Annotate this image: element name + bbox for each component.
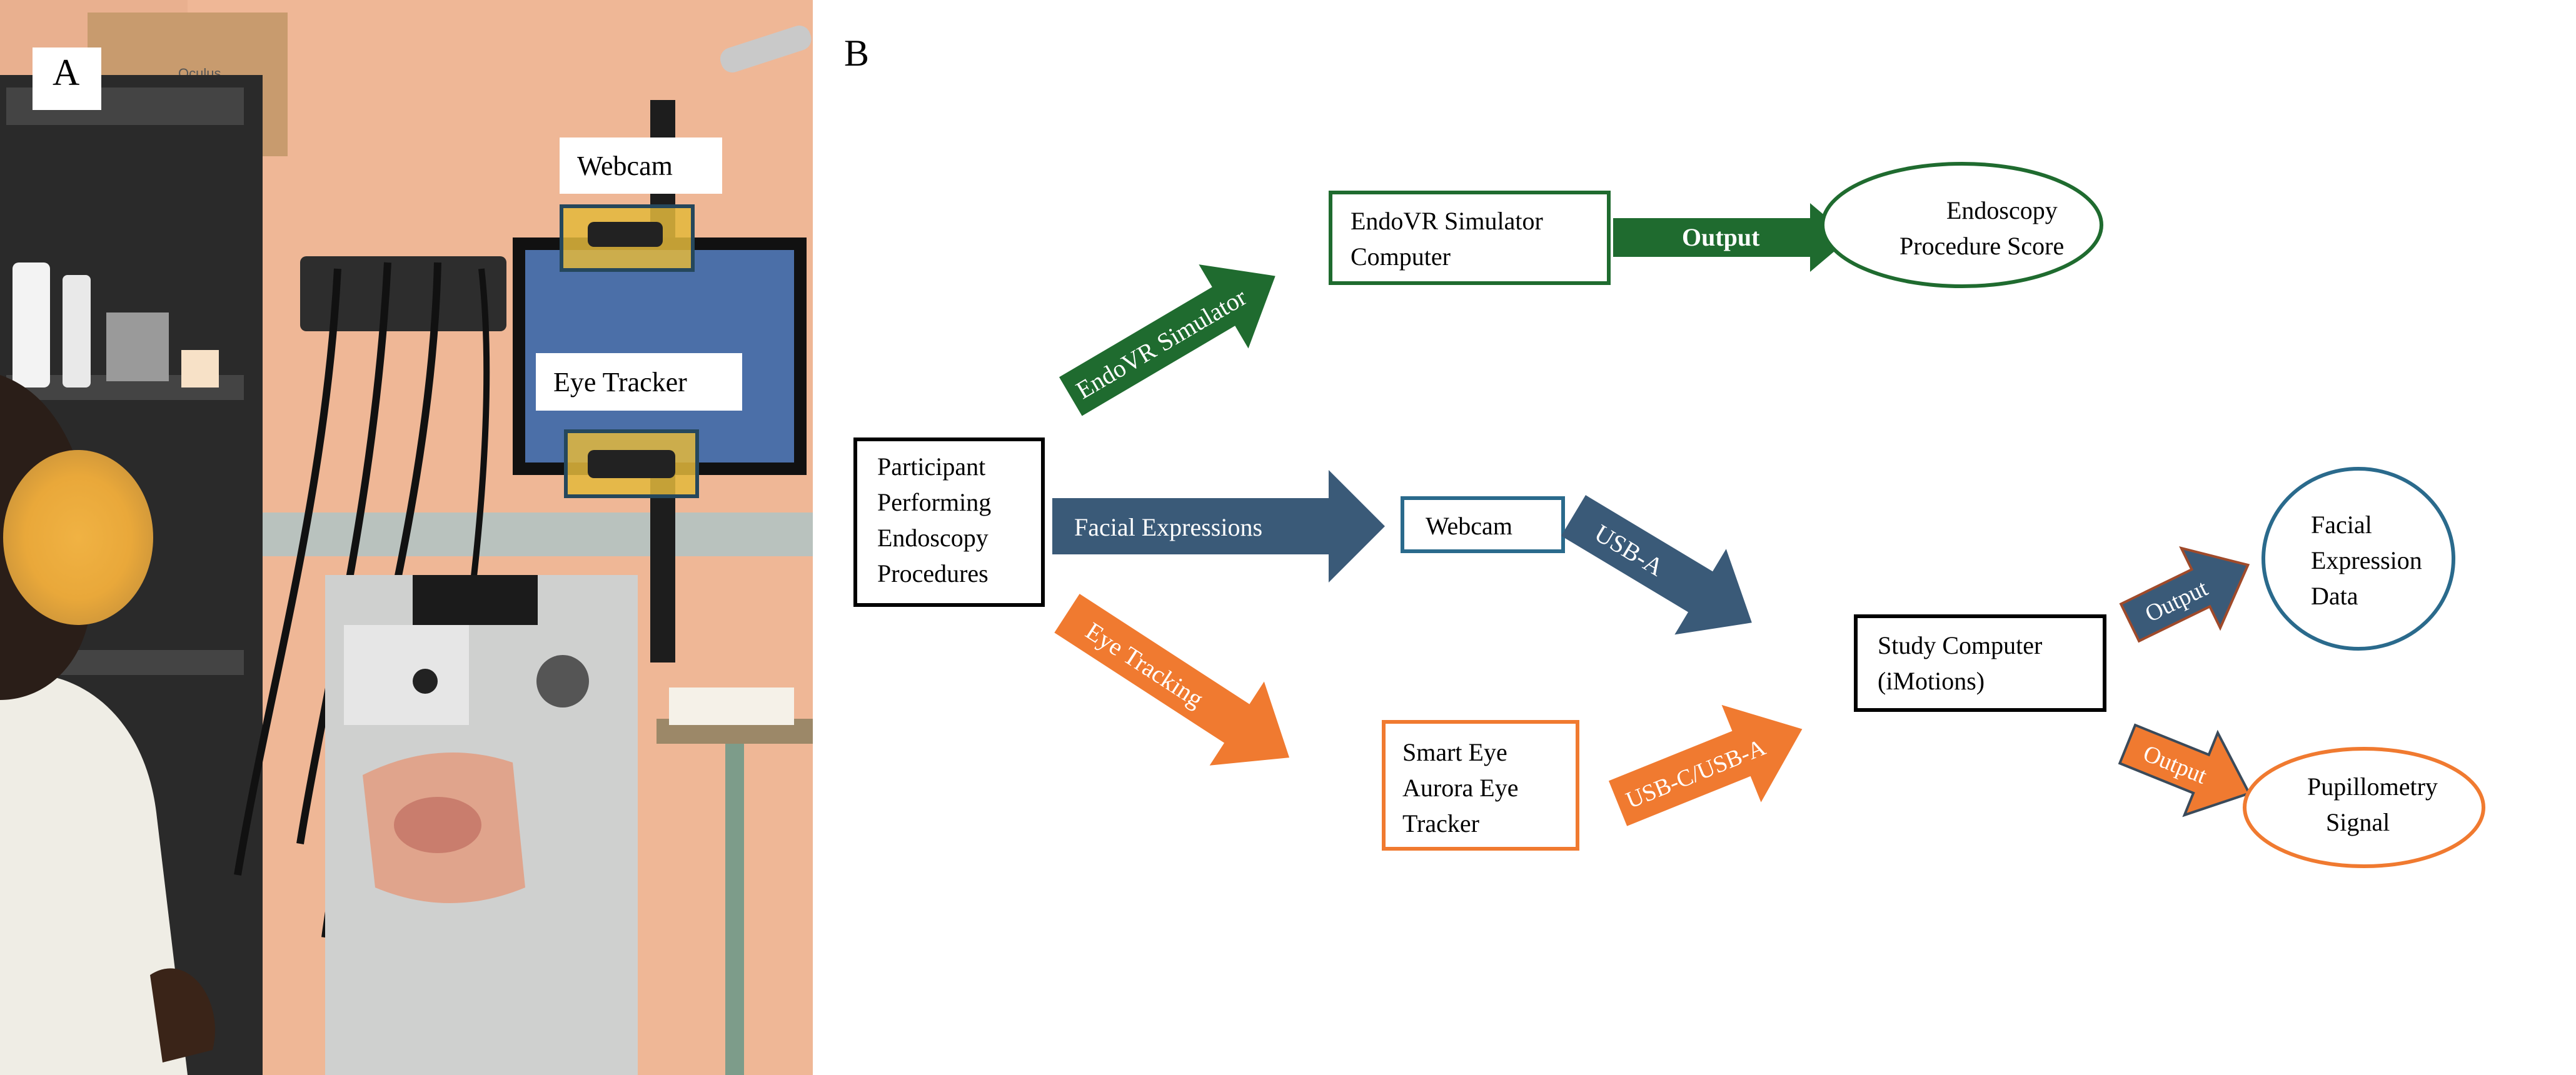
node-endoscopy-score: Endoscopy Procedure Score [1821, 162, 2103, 288]
photo-eye-tracker-label: Eye Tracker [536, 353, 742, 411]
photo-face-blur [3, 450, 153, 625]
node-participant-text: Participant Performing Endoscopy Procedu… [877, 452, 997, 588]
panel-b-letter: B [844, 32, 869, 74]
node-study-computer: Study Computer (iMotions) [1854, 614, 2106, 712]
node-study-computer-text: Study Computer (iMotions) [1878, 631, 2048, 695]
node-facial-data: Facial Expression Data [2262, 467, 2455, 651]
arrow-output-blue: Output [2119, 546, 2250, 643]
node-endovr-computer-text: EndoVR Simulator Computer [1351, 207, 1549, 271]
arrow-endovr-simulator: EndoVR Simulator [1059, 264, 1275, 416]
arrow-facial-expressions: Facial Expressions [1052, 470, 1385, 582]
arrow-eye-tracking-label: Eye Tracking [1081, 616, 1209, 713]
node-pupillometry: Pupillometry Signal [2243, 747, 2485, 868]
arrow-usb-a: USB-A [1561, 495, 1752, 635]
node-smart-eye-text: Smart Eye Aurora Eye Tracker [1402, 738, 1524, 838]
photo-person [0, 672, 188, 1075]
flow-diagram-panel-b: B Participant Performing Endoscopy Proce… [844, 32, 2485, 868]
node-pupillometry-text: Pupillometry Signal [2307, 772, 2444, 836]
arrow-output-green: Output [1613, 203, 1851, 272]
arrow-eye-tracking: Eye Tracking [1054, 594, 1290, 766]
node-facial-data-text: Facial Expression Data [2311, 511, 2428, 610]
node-smart-eye: Smart Eye Aurora Eye Tracker [1382, 720, 1579, 851]
node-webcam: Webcam [1401, 496, 1565, 553]
photo-webcam-label: Webcam [560, 138, 722, 194]
arrow-usb-c: USB-C/USB-A [1608, 704, 1803, 826]
arrow-output-orange: Output [2118, 723, 2251, 818]
node-endoscopy-score-text: Endoscopy Procedure Score [1899, 196, 2064, 260]
node-endovr-computer: EndoVR Simulator Computer [1329, 191, 1611, 285]
panel-a-letter: A [53, 52, 80, 93]
arrow-endovr-simulator-label: EndoVR Simulator [1071, 282, 1251, 404]
arrow-output-green-label: Output [1682, 223, 1760, 251]
node-participant: Participant Performing Endoscopy Procedu… [853, 438, 1045, 607]
node-webcam-text: Webcam [1426, 512, 1512, 540]
arrow-facial-expressions-label: Facial Expressions [1074, 513, 1262, 541]
